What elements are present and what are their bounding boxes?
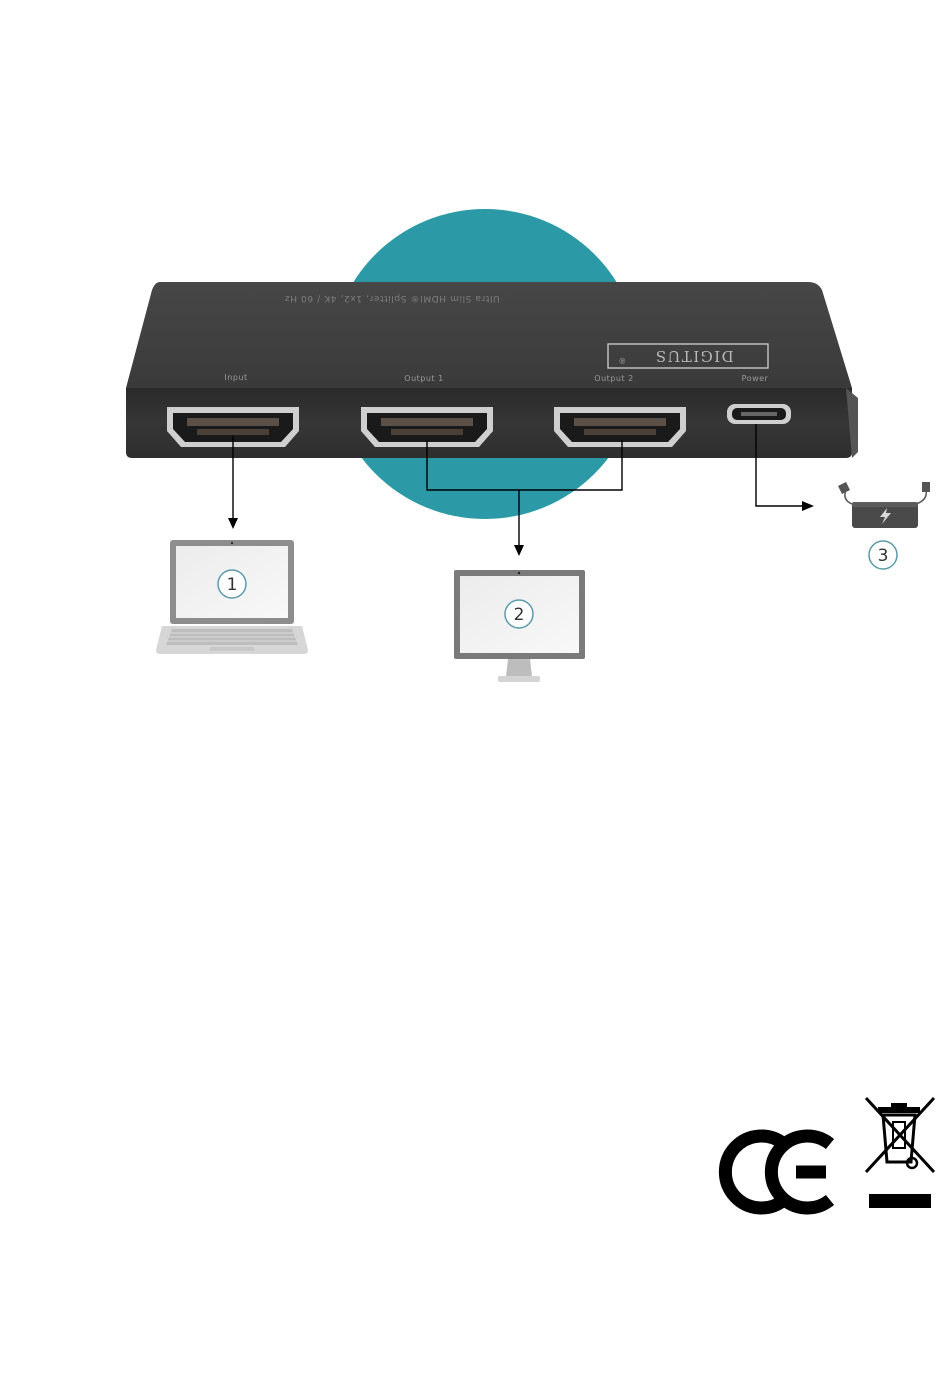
brand-text: DIGITUS [654,347,733,365]
svg-text:2: 2 [514,605,525,625]
arrow-to-laptop [228,518,238,529]
power-adapter-icon [838,482,930,528]
badge-laptop: 1 [218,570,246,598]
port-label-power: Power [742,374,769,383]
port-label-input: Input [224,373,247,382]
brand-registered-mark: ® [618,356,627,365]
badge-power: 3 [869,541,897,569]
svg-text:1: 1 [227,575,238,595]
hdmi-port-output-2 [554,407,686,447]
arrow-to-monitor [514,545,524,556]
port-label-output-1: Output 1 [404,374,443,383]
weee-crossed-bin-icon [866,1098,934,1208]
hdmi-splitter: Ultra Slim HDMI® Splitter, 1x2, 4K / 60 … [126,282,858,458]
svg-text:3: 3 [878,546,889,566]
ce-mark-icon [725,1136,830,1208]
power-port [727,404,791,424]
badge-monitor: 2 [505,600,533,628]
splitter-top-label: Ultra Slim HDMI® Splitter, 1x2, 4K / 60 … [284,293,499,303]
port-label-output-2: Output 2 [594,374,633,383]
arrow-to-adapter [802,501,814,511]
